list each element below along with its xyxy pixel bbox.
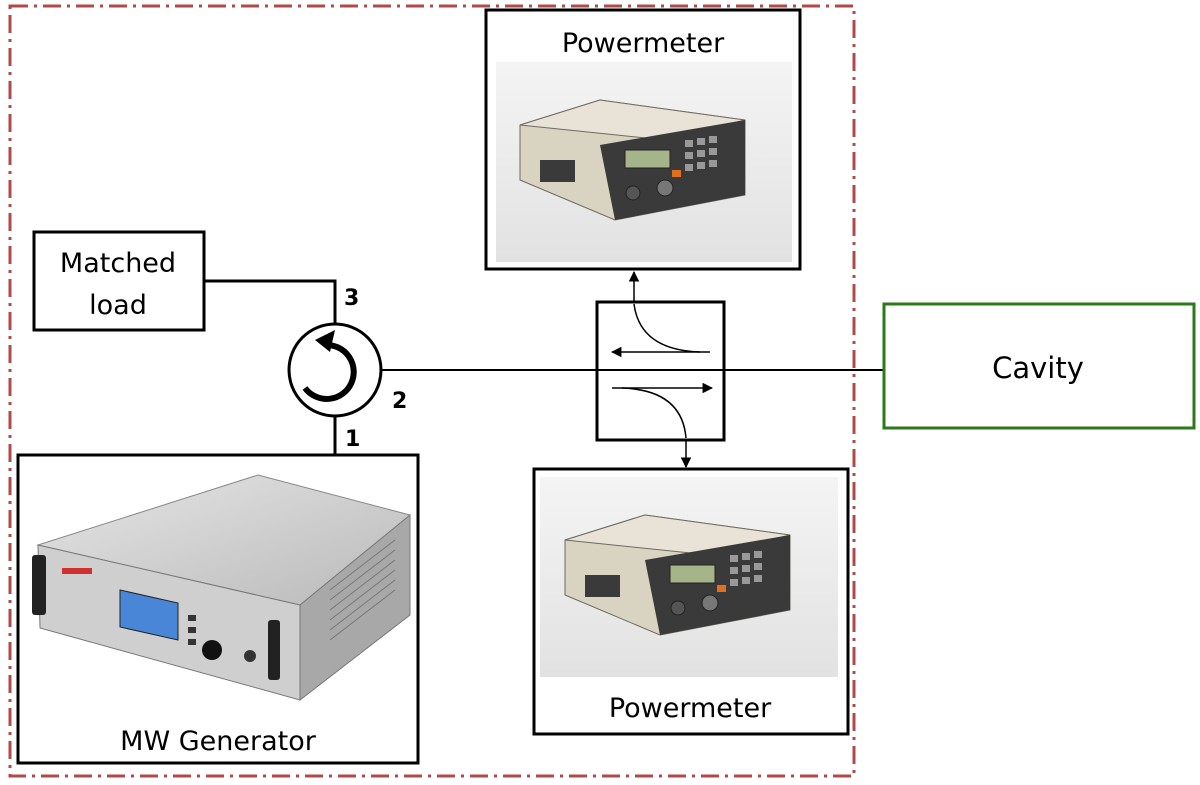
powermeter-device-image [496,62,792,262]
circulator-icon [287,322,383,418]
enclosure-border [8,4,856,778]
matched-load-label-line1: Matched [60,248,176,279]
cavity-box: Cavity [882,302,1196,430]
wire-load-to-port3 [204,279,337,335]
port2-label: 2 [392,389,407,414]
powermeter-bottom: Powermeter [532,467,850,736]
matched-load-label-line2: load [89,290,147,321]
powermeter-top: Powermeter [484,8,802,271]
port3-label: 3 [344,286,359,311]
mw-generator-label: MW Generator [120,726,317,757]
cavity-label: Cavity [992,351,1084,385]
directional-coupler-icon [595,300,726,442]
powermeter-device-image [540,477,838,677]
matched-load-box: Matched load [32,230,206,332]
powermeter-top-label: Powermeter [562,28,725,59]
mw-generator-box: MW Generator [16,453,420,765]
powermeter-bottom-label: Powermeter [609,693,772,724]
microwave-generator-device-image [32,474,412,702]
port1-label: 1 [345,427,360,452]
